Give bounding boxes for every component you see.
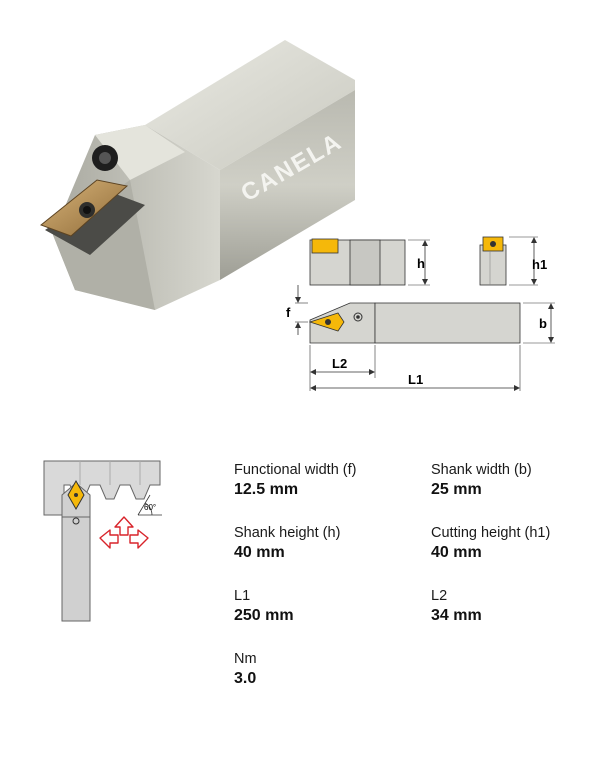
spec-cutting-height: Cutting height (h1) 40 mm xyxy=(431,524,600,563)
spec-label: Cutting height (h1) xyxy=(431,525,551,541)
label-l2: L2 xyxy=(332,356,347,371)
spec-nm: Nm 3.0 xyxy=(234,650,424,689)
spec-value: 250 mm xyxy=(234,607,294,624)
tool-holder-photo: CANELA xyxy=(39,40,355,310)
spec-value: 34 mm xyxy=(431,607,482,624)
spec-label: Shank width (b) xyxy=(431,462,532,478)
spec-label: Nm xyxy=(234,651,257,667)
spec-value: 40 mm xyxy=(234,544,285,561)
spec-label: L2 xyxy=(431,588,448,604)
label-h: h xyxy=(417,256,425,271)
spec-label: Functional width (f) xyxy=(234,462,357,478)
spec-label: Shank height (h) xyxy=(234,525,341,541)
angle-label: 60° xyxy=(144,503,156,512)
spec-label: L1 xyxy=(234,588,251,604)
spec-value: 25 mm xyxy=(431,481,482,498)
label-f: f xyxy=(286,305,291,320)
label-b: b xyxy=(539,316,547,331)
spec-value: 12.5 mm xyxy=(234,481,299,498)
spec-shank-width: Shank width (b) 25 mm xyxy=(431,461,600,500)
spec-functional-width: Functional width (f) 12.5 mm xyxy=(234,461,424,500)
dimension-drawing: h h1 f b L2 L1 xyxy=(286,236,555,391)
spec-l1: L1 250 mm xyxy=(234,587,424,626)
spec-l2: L2 34 mm xyxy=(431,587,600,626)
spec-value: 3.0 xyxy=(234,670,257,687)
label-l1: L1 xyxy=(408,372,423,387)
label-h1: h1 xyxy=(532,257,547,272)
spec-value: 40 mm xyxy=(431,544,482,561)
application-diagram: 60° xyxy=(43,460,162,622)
feed-direction-arrows-icon xyxy=(99,516,149,549)
spec-shank-height: Shank height (h) 40 mm xyxy=(234,524,424,563)
